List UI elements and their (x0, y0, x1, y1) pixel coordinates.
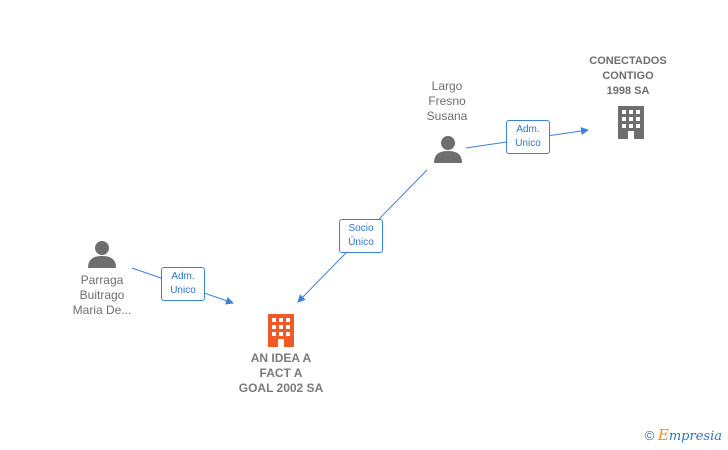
person-label-line: Susana (426, 109, 468, 123)
edge-label-largo-conectados[interactable]: Adm. Unico (506, 120, 550, 154)
person-label-line: Maria De... (72, 303, 132, 317)
edge-label-line: Socio (348, 223, 374, 234)
company-label-line: CONTIGO (602, 70, 654, 82)
person-icon[interactable] (87, 239, 117, 269)
person-label-largo[interactable]: Largo Fresno Susana (408, 79, 486, 124)
company-label-line: GOAL 2002 SA (238, 381, 324, 395)
brand-logo-letter: E (657, 426, 669, 444)
edge-label-line: Unico (515, 138, 541, 149)
edge-label-line: Unico (170, 285, 196, 296)
company-label-line: FACT A (259, 366, 303, 380)
brand-logo-text: mpresia (668, 429, 722, 444)
person-label-parraga[interactable]: Parraga Buitrago Maria De... (58, 273, 146, 318)
edge-label-line: Adm. (171, 271, 195, 282)
edge-label-line: Único (348, 237, 374, 248)
edge-label-line: Adm. (516, 124, 540, 135)
person-label-line: Buitrago (79, 288, 125, 302)
copyright-symbol: © (644, 428, 655, 443)
person-label-line: Parraga (80, 273, 124, 287)
building-icon[interactable] (265, 313, 297, 347)
company-label-line: AN IDEA A (250, 351, 312, 365)
person-icon[interactable] (433, 134, 463, 164)
company-label-line: 1998 SA (606, 85, 650, 97)
company-label-conectados[interactable]: CONECTADOS CONTIGO 1998 SA (578, 54, 678, 99)
empresia-watermark: © Empresia (645, 426, 722, 444)
company-label-line: CONECTADOS (589, 55, 667, 67)
person-label-line: Largo (431, 79, 463, 93)
building-icon[interactable] (615, 105, 647, 139)
edge-label-largo-main[interactable]: Socio Único (339, 219, 383, 253)
edge-label-parraga-main[interactable]: Adm. Unico (161, 267, 205, 301)
company-label-main[interactable]: AN IDEA A FACT A GOAL 2002 SA (222, 351, 340, 396)
person-label-line: Fresno (428, 94, 466, 108)
